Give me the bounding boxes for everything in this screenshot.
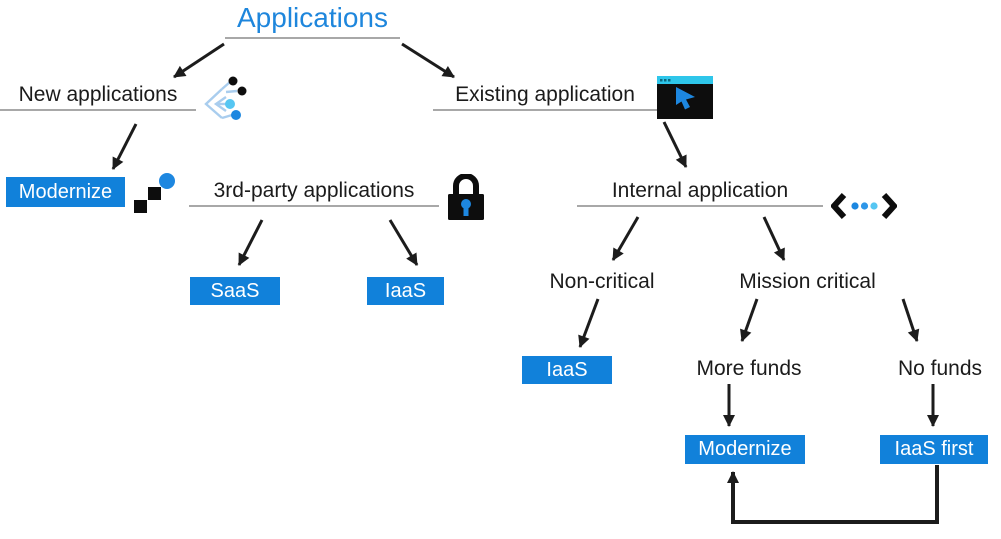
edge-thirdparty-iaas	[388, 219, 419, 266]
modernize-blocks-icon	[131, 172, 177, 216]
node-third-party: 3rd-party applications	[189, 179, 439, 207]
node-applications: Applications	[225, 2, 400, 39]
edge-noncritical-iaas	[578, 298, 600, 348]
node-modernize-new: Modernize	[6, 177, 125, 207]
node-existing-application: Existing application	[433, 83, 657, 111]
edge-iaasfirst-modernize-loop	[727, 465, 939, 524]
edge-internal-missioncritical	[762, 216, 786, 261]
app-window-cursor-icon	[657, 76, 713, 119]
node-new-applications: New applications	[0, 83, 196, 111]
edge-mission-nofunds	[901, 298, 920, 342]
edge-new-modernize	[111, 123, 138, 170]
lock-icon	[447, 174, 485, 222]
edge-applications-new	[173, 42, 225, 79]
node-modernize-mission: Modernize	[685, 435, 805, 464]
node-internal-application: Internal application	[577, 179, 823, 207]
node-saas: SaaS	[190, 277, 280, 305]
node-iaas-third-party: IaaS	[367, 277, 444, 305]
node-non-critical: Non-critical	[549, 270, 655, 293]
node-more-funds: More funds	[696, 357, 802, 380]
edge-internal-noncritical	[611, 216, 640, 261]
node-mission-critical: Mission critical	[739, 270, 876, 293]
edge-existing-internal	[662, 121, 688, 168]
edge-applications-existing	[401, 42, 455, 79]
decision-tree-icon	[199, 74, 255, 122]
node-iaas-first: IaaS first	[880, 435, 988, 464]
code-brackets-icon	[831, 192, 897, 220]
node-no-funds: No funds	[897, 357, 983, 380]
edge-mission-morefunds	[740, 298, 759, 342]
edge-thirdparty-saas	[237, 219, 264, 266]
node-iaas-non-critical: IaaS	[522, 356, 612, 384]
